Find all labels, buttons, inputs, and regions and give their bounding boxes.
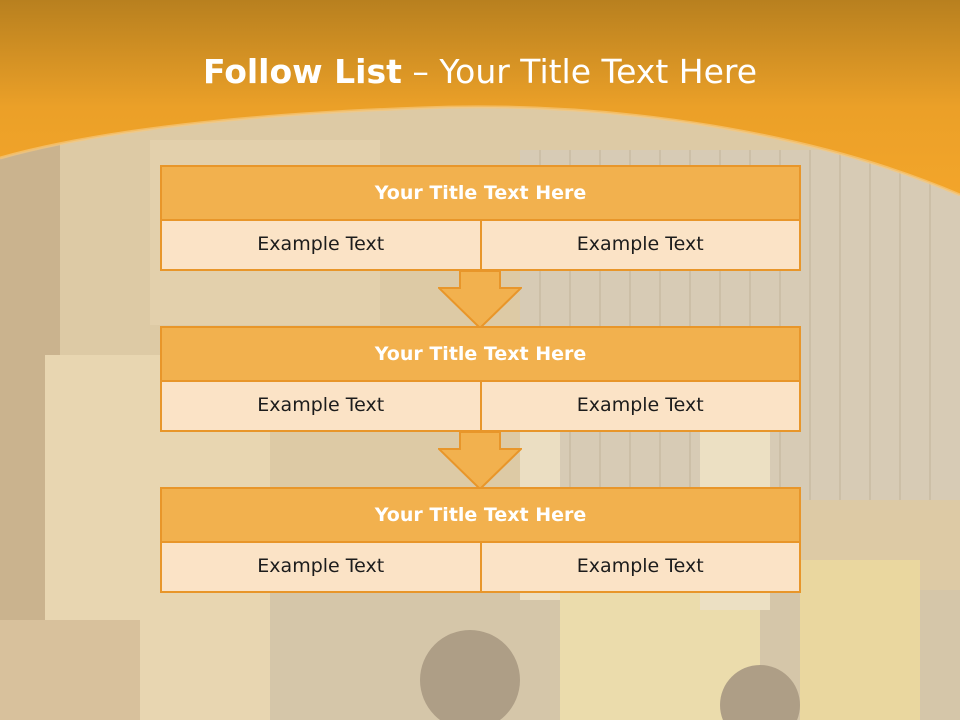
- down-arrow-icon: [438, 431, 522, 491]
- step-row: Example Text Example Text: [160, 543, 801, 593]
- slide-title-bold: Follow List: [202, 52, 402, 91]
- step-cell-right: Example Text: [479, 382, 801, 432]
- step-block-1: Your Title Text Here Example Text Exampl…: [160, 165, 801, 271]
- header-band: [0, 0, 960, 197]
- step-title: Your Title Text Here: [160, 326, 801, 382]
- slide-title-rest: – Your Title Text Here: [401, 52, 758, 91]
- step-cell-right: Example Text: [479, 221, 801, 271]
- step-row: Example Text Example Text: [160, 221, 801, 271]
- step-cell-left: Example Text: [160, 382, 482, 432]
- step-block-2: Your Title Text Here Example Text Exampl…: [160, 326, 801, 432]
- step-cell-right: Example Text: [479, 543, 801, 593]
- slide-title: Follow List – Your Title Text Here: [0, 52, 960, 91]
- step-title: Your Title Text Here: [160, 165, 801, 221]
- step-title: Your Title Text Here: [160, 487, 801, 543]
- down-arrow-icon: [438, 270, 522, 330]
- step-row: Example Text Example Text: [160, 382, 801, 432]
- step-cell-left: Example Text: [160, 221, 482, 271]
- step-block-3: Your Title Text Here Example Text Exampl…: [160, 487, 801, 593]
- step-cell-left: Example Text: [160, 543, 482, 593]
